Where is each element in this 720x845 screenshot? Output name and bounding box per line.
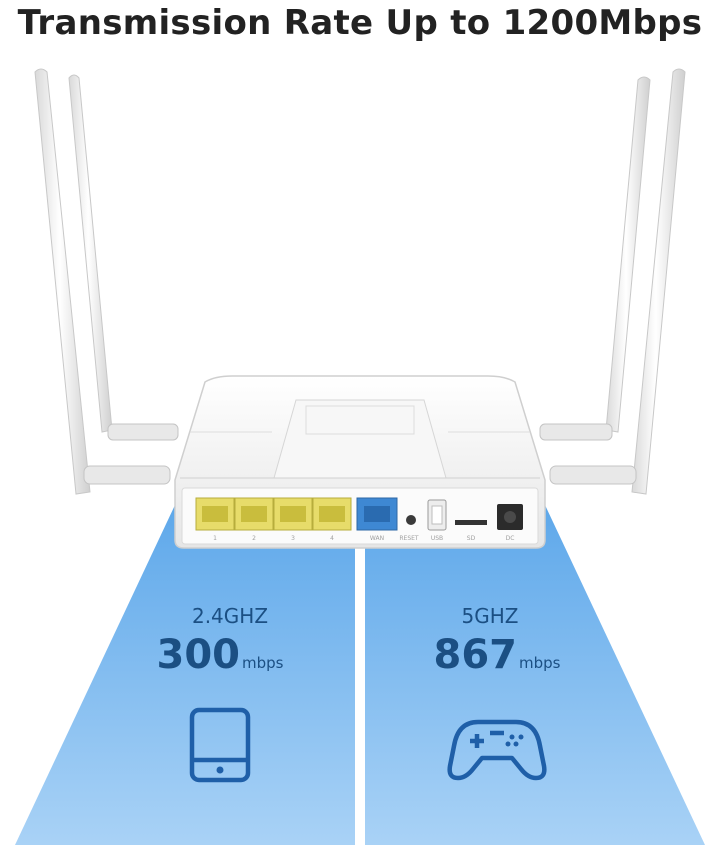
port-label-2: 2 <box>252 535 256 542</box>
band-24ghz-rate-value: 300 <box>156 632 241 678</box>
band-5ghz-rate-value: 867 <box>433 632 518 678</box>
antenna-left-rear <box>68 74 179 441</box>
band-5ghz-label: 5GHZ <box>461 604 519 628</box>
antenna-left-front <box>34 68 171 495</box>
dc-port <box>497 504 523 530</box>
gamepad-icon <box>447 719 547 781</box>
antenna-right-rear <box>539 76 651 441</box>
wan-port <box>356 497 398 531</box>
reset-button <box>406 515 416 525</box>
band-5ghz-rate-unit: mbps <box>519 654 561 672</box>
sd-slot <box>455 520 487 525</box>
port-label-usb: USB <box>431 535 443 542</box>
band-24ghz-rate-unit: mbps <box>242 654 284 672</box>
port-label-1: 1 <box>213 535 217 542</box>
port-label-sd: SD <box>467 535 476 542</box>
port-label-4: 4 <box>330 535 334 542</box>
usb-port <box>427 499 447 531</box>
lan-ports <box>195 497 352 531</box>
headline: Transmission Rate Up to 1200Mbps <box>17 3 703 43</box>
port-label-dc: DC <box>506 535 515 542</box>
port-label-3: 3 <box>291 535 295 542</box>
antenna-right-front <box>549 68 686 495</box>
band-24ghz-label: 2.4GHZ <box>191 604 269 628</box>
smartphone-icon <box>189 707 251 783</box>
port-label-reset: RESET <box>399 535 419 542</box>
port-label-wan: WAN <box>370 535 384 542</box>
band-24ghz-panel <box>15 505 355 845</box>
